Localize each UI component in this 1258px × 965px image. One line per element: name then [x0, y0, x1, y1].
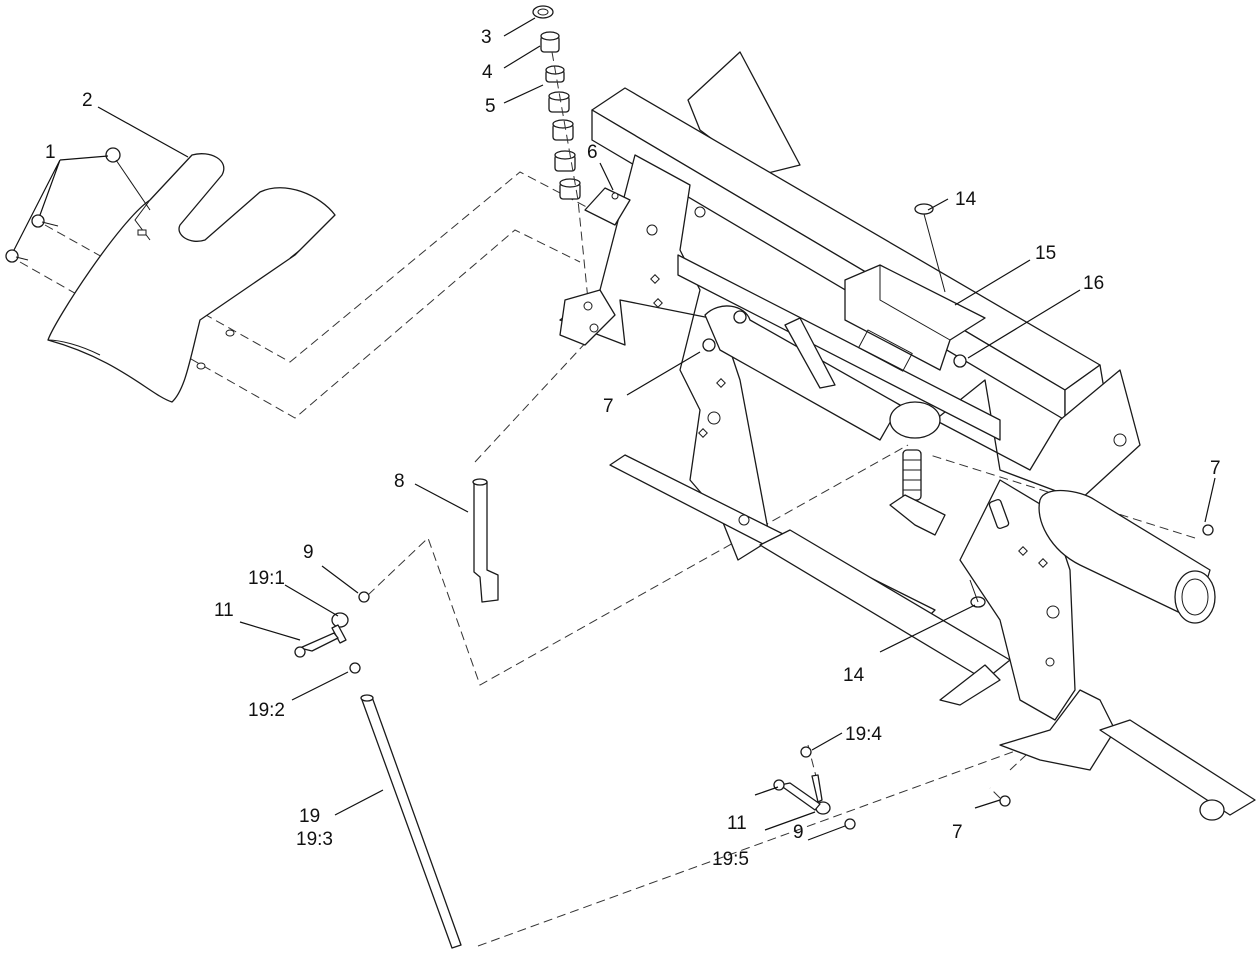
callout-4: 4 — [482, 62, 493, 83]
rod-assembly — [294, 591, 856, 949]
shield-part — [47, 153, 336, 403]
leader-lines — [13, 17, 1216, 841]
callout-19-1: 19:1 — [248, 568, 285, 589]
callout-14-upper: 14 — [955, 189, 977, 210]
callout-14-lower: 14 — [843, 665, 865, 686]
callout-16: 16 — [1083, 273, 1104, 294]
callout-11-left: 11 — [214, 600, 234, 621]
callout-11-right: 11 — [727, 813, 747, 834]
spacer-stack — [532, 5, 589, 301]
callout-19-3: 19:3 — [296, 829, 333, 850]
callout-19-2: 19:2 — [248, 700, 285, 721]
callout-19-4: 19:4 — [845, 724, 882, 745]
callout-labels: 1 2 3 4 5 6 7 7 7 8 9 9 11 11 14 14 15 1… — [45, 27, 1221, 870]
callout-3: 3 — [481, 27, 492, 48]
callout-7-right: 7 — [1210, 458, 1221, 479]
callout-15: 15 — [1035, 243, 1056, 264]
callout-7-upper: 7 — [603, 396, 614, 417]
bolt-1-parts — [5, 147, 151, 263]
pin-part — [472, 478, 499, 603]
callout-5: 5 — [485, 96, 496, 117]
main-frame — [559, 51, 1256, 821]
callout-19-5: 19:5 — [712, 849, 749, 870]
callout-1: 1 — [45, 142, 56, 163]
callout-9-left: 9 — [303, 542, 314, 563]
callout-9-right: 9 — [793, 822, 804, 843]
callout-6: 6 — [587, 142, 598, 163]
callout-2: 2 — [82, 90, 93, 111]
callout-19: 19 — [299, 806, 320, 827]
callout-7-lower: 7 — [952, 822, 963, 843]
callout-8: 8 — [394, 471, 405, 492]
